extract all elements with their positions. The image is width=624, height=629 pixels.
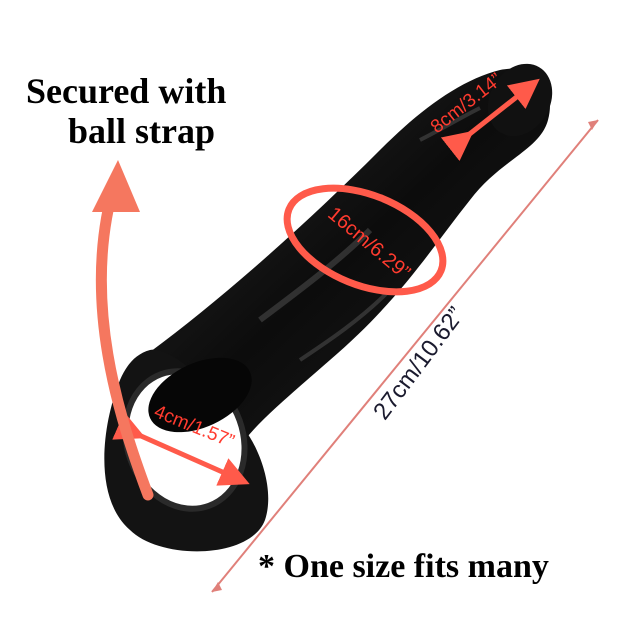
length-label: 27cm/10.62” [368, 302, 470, 425]
curved-arrow-icon [95, 176, 154, 501]
tip-width-arrow [440, 78, 540, 162]
opening-arrow [112, 412, 250, 486]
length-arrowhead-start [212, 582, 222, 592]
length-arrowhead-end [588, 120, 598, 130]
curved-arrow-head [92, 160, 140, 212]
length-line [211, 119, 599, 593]
strap-caption-line2: ball strap [68, 111, 216, 151]
size-note: * One size fits many [258, 548, 549, 585]
strap-caption-line1: Secured with [26, 71, 227, 111]
girth-ring [283, 184, 447, 296]
